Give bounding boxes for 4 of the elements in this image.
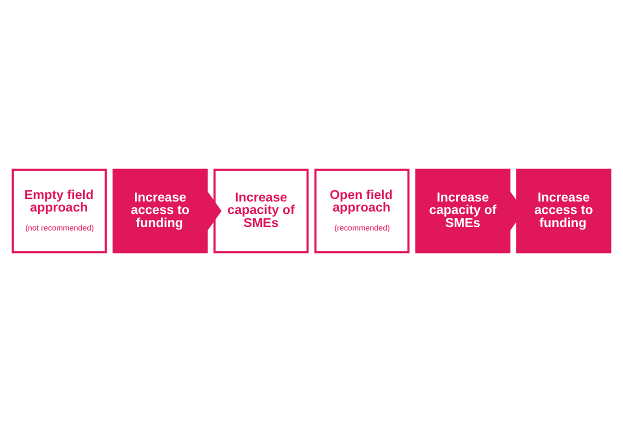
node-box: Empty field approach (not recommended): [12, 168, 107, 253]
node-box: Increase capacity of SMEs: [213, 168, 309, 253]
node-box: Increase access to funding: [516, 168, 612, 253]
node-box: Open field approach (recommended): [314, 168, 410, 253]
